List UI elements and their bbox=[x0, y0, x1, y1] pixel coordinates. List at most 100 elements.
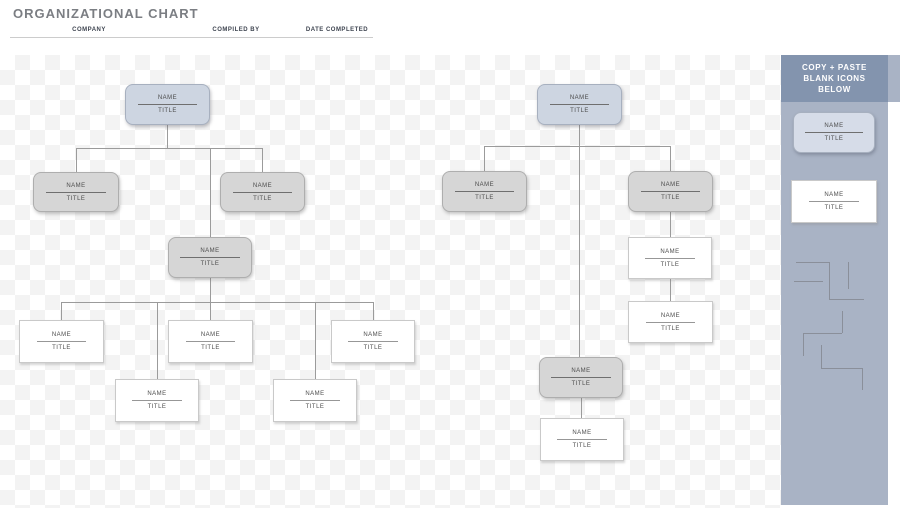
node-title: TITLE bbox=[571, 381, 591, 387]
node-title: TITLE bbox=[147, 404, 167, 410]
node-title: TITLE bbox=[824, 205, 844, 211]
name-title-divider bbox=[137, 104, 198, 105]
name-title-divider bbox=[185, 341, 236, 342]
node-name: NAME bbox=[660, 248, 680, 255]
node-title: TITLE bbox=[201, 345, 220, 351]
connector-segment bbox=[821, 345, 822, 368]
name-title-divider bbox=[805, 132, 863, 133]
org-node[interactable]: NAME TITLE bbox=[273, 379, 357, 422]
connector-line bbox=[373, 302, 374, 320]
org-node[interactable]: NAME TITLE bbox=[540, 418, 624, 461]
node-name: NAME bbox=[157, 95, 178, 101]
sidebar-right-strip bbox=[888, 55, 900, 102]
org-node[interactable]: NAME TITLE bbox=[628, 301, 713, 343]
node-title: TITLE bbox=[570, 108, 589, 114]
connector-segment bbox=[803, 333, 842, 334]
org-node[interactable]: NAME TITLE bbox=[168, 237, 252, 278]
node-name: NAME bbox=[660, 182, 681, 188]
node-name: NAME bbox=[363, 332, 383, 338]
node-title: TITLE bbox=[363, 345, 383, 351]
node-title: TITLE bbox=[158, 108, 177, 114]
node-name: NAME bbox=[51, 332, 72, 338]
node-name: NAME bbox=[572, 430, 592, 436]
org-node[interactable]: NAME TITLE bbox=[442, 171, 527, 212]
node-title: TITLE bbox=[52, 345, 71, 351]
org-node[interactable]: NAME TITLE bbox=[168, 320, 253, 363]
node-name: NAME bbox=[569, 95, 590, 101]
connector-segment bbox=[848, 262, 849, 289]
name-title-divider bbox=[645, 321, 696, 323]
connector-line bbox=[670, 279, 671, 301]
name-title-divider bbox=[36, 341, 87, 342]
compiled-by-field[interactable] bbox=[242, 24, 332, 36]
node-name: NAME bbox=[571, 368, 591, 374]
date-completed-label: DATE COMPLETED bbox=[305, 27, 369, 33]
connector-line bbox=[670, 146, 671, 171]
node-title: TITLE bbox=[305, 404, 325, 410]
blank-accent-node[interactable]: NAME TITLE bbox=[793, 112, 875, 153]
node-title: TITLE bbox=[660, 261, 680, 268]
name-title-divider bbox=[290, 400, 340, 401]
node-title: TITLE bbox=[572, 443, 592, 449]
name-title-divider bbox=[808, 201, 860, 202]
chart-canvas bbox=[0, 55, 781, 508]
blank-white-node[interactable]: NAME TITLE bbox=[791, 180, 877, 223]
org-node-root[interactable]: NAME TITLE bbox=[537, 84, 622, 125]
org-node[interactable]: NAME TITLE bbox=[115, 379, 199, 422]
connector-line bbox=[61, 302, 373, 303]
connector-line bbox=[210, 278, 211, 302]
node-title: TITLE bbox=[475, 195, 494, 201]
date-completed-field[interactable] bbox=[365, 24, 455, 36]
node-name: NAME bbox=[66, 182, 86, 189]
node-title: TITLE bbox=[661, 325, 680, 332]
org-node[interactable]: NAME TITLE bbox=[19, 320, 104, 363]
connector-line bbox=[262, 148, 263, 172]
org-node[interactable]: NAME TITLE bbox=[539, 357, 623, 398]
connector-segment bbox=[862, 368, 863, 390]
node-title: TITLE bbox=[253, 195, 272, 202]
org-node[interactable]: NAME TITLE bbox=[33, 172, 119, 212]
connector-line bbox=[76, 148, 263, 149]
connector-segment bbox=[829, 262, 830, 299]
connector-line bbox=[76, 148, 77, 172]
org-node[interactable]: NAME TITLE bbox=[628, 237, 712, 279]
node-name: NAME bbox=[824, 123, 844, 129]
name-title-divider bbox=[232, 191, 293, 193]
name-title-divider bbox=[45, 191, 107, 193]
name-title-divider bbox=[454, 191, 515, 192]
connector-line bbox=[579, 125, 580, 357]
node-title: TITLE bbox=[824, 136, 844, 142]
company-field[interactable] bbox=[95, 24, 185, 36]
node-name: NAME bbox=[200, 248, 220, 254]
name-title-divider bbox=[557, 439, 607, 440]
node-name: NAME bbox=[200, 332, 221, 338]
connector-line bbox=[210, 302, 211, 320]
org-node[interactable]: NAME TITLE bbox=[628, 171, 713, 212]
sidebar-header-line: BLANK ICONS bbox=[803, 74, 866, 83]
name-title-divider bbox=[132, 400, 182, 401]
connector-line bbox=[315, 302, 316, 379]
org-node[interactable]: NAME TITLE bbox=[220, 172, 305, 212]
node-name: NAME bbox=[474, 182, 495, 188]
connector-line bbox=[167, 125, 168, 148]
connector-segment bbox=[794, 281, 823, 282]
connector-line bbox=[61, 302, 62, 320]
org-node-root[interactable]: NAME TITLE bbox=[125, 84, 210, 125]
name-title-divider bbox=[180, 257, 240, 258]
connector-line bbox=[670, 212, 671, 237]
sidebar-header-line: COPY + PASTE bbox=[802, 63, 867, 72]
name-title-divider bbox=[549, 104, 610, 105]
node-name: NAME bbox=[305, 391, 325, 397]
node-name: NAME bbox=[660, 312, 681, 319]
sidebar-header: COPY + PASTE BLANK ICONS BELOW bbox=[781, 55, 888, 102]
node-title: TITLE bbox=[661, 195, 680, 201]
name-title-divider bbox=[348, 341, 398, 342]
node-title: TITLE bbox=[200, 261, 220, 267]
org-node[interactable]: NAME TITLE bbox=[331, 320, 415, 363]
connector-segment bbox=[829, 299, 864, 300]
node-name: NAME bbox=[147, 391, 167, 397]
name-title-divider bbox=[551, 377, 611, 378]
connector-segment bbox=[842, 311, 843, 333]
connector-line bbox=[157, 302, 158, 379]
name-title-divider bbox=[640, 191, 701, 192]
